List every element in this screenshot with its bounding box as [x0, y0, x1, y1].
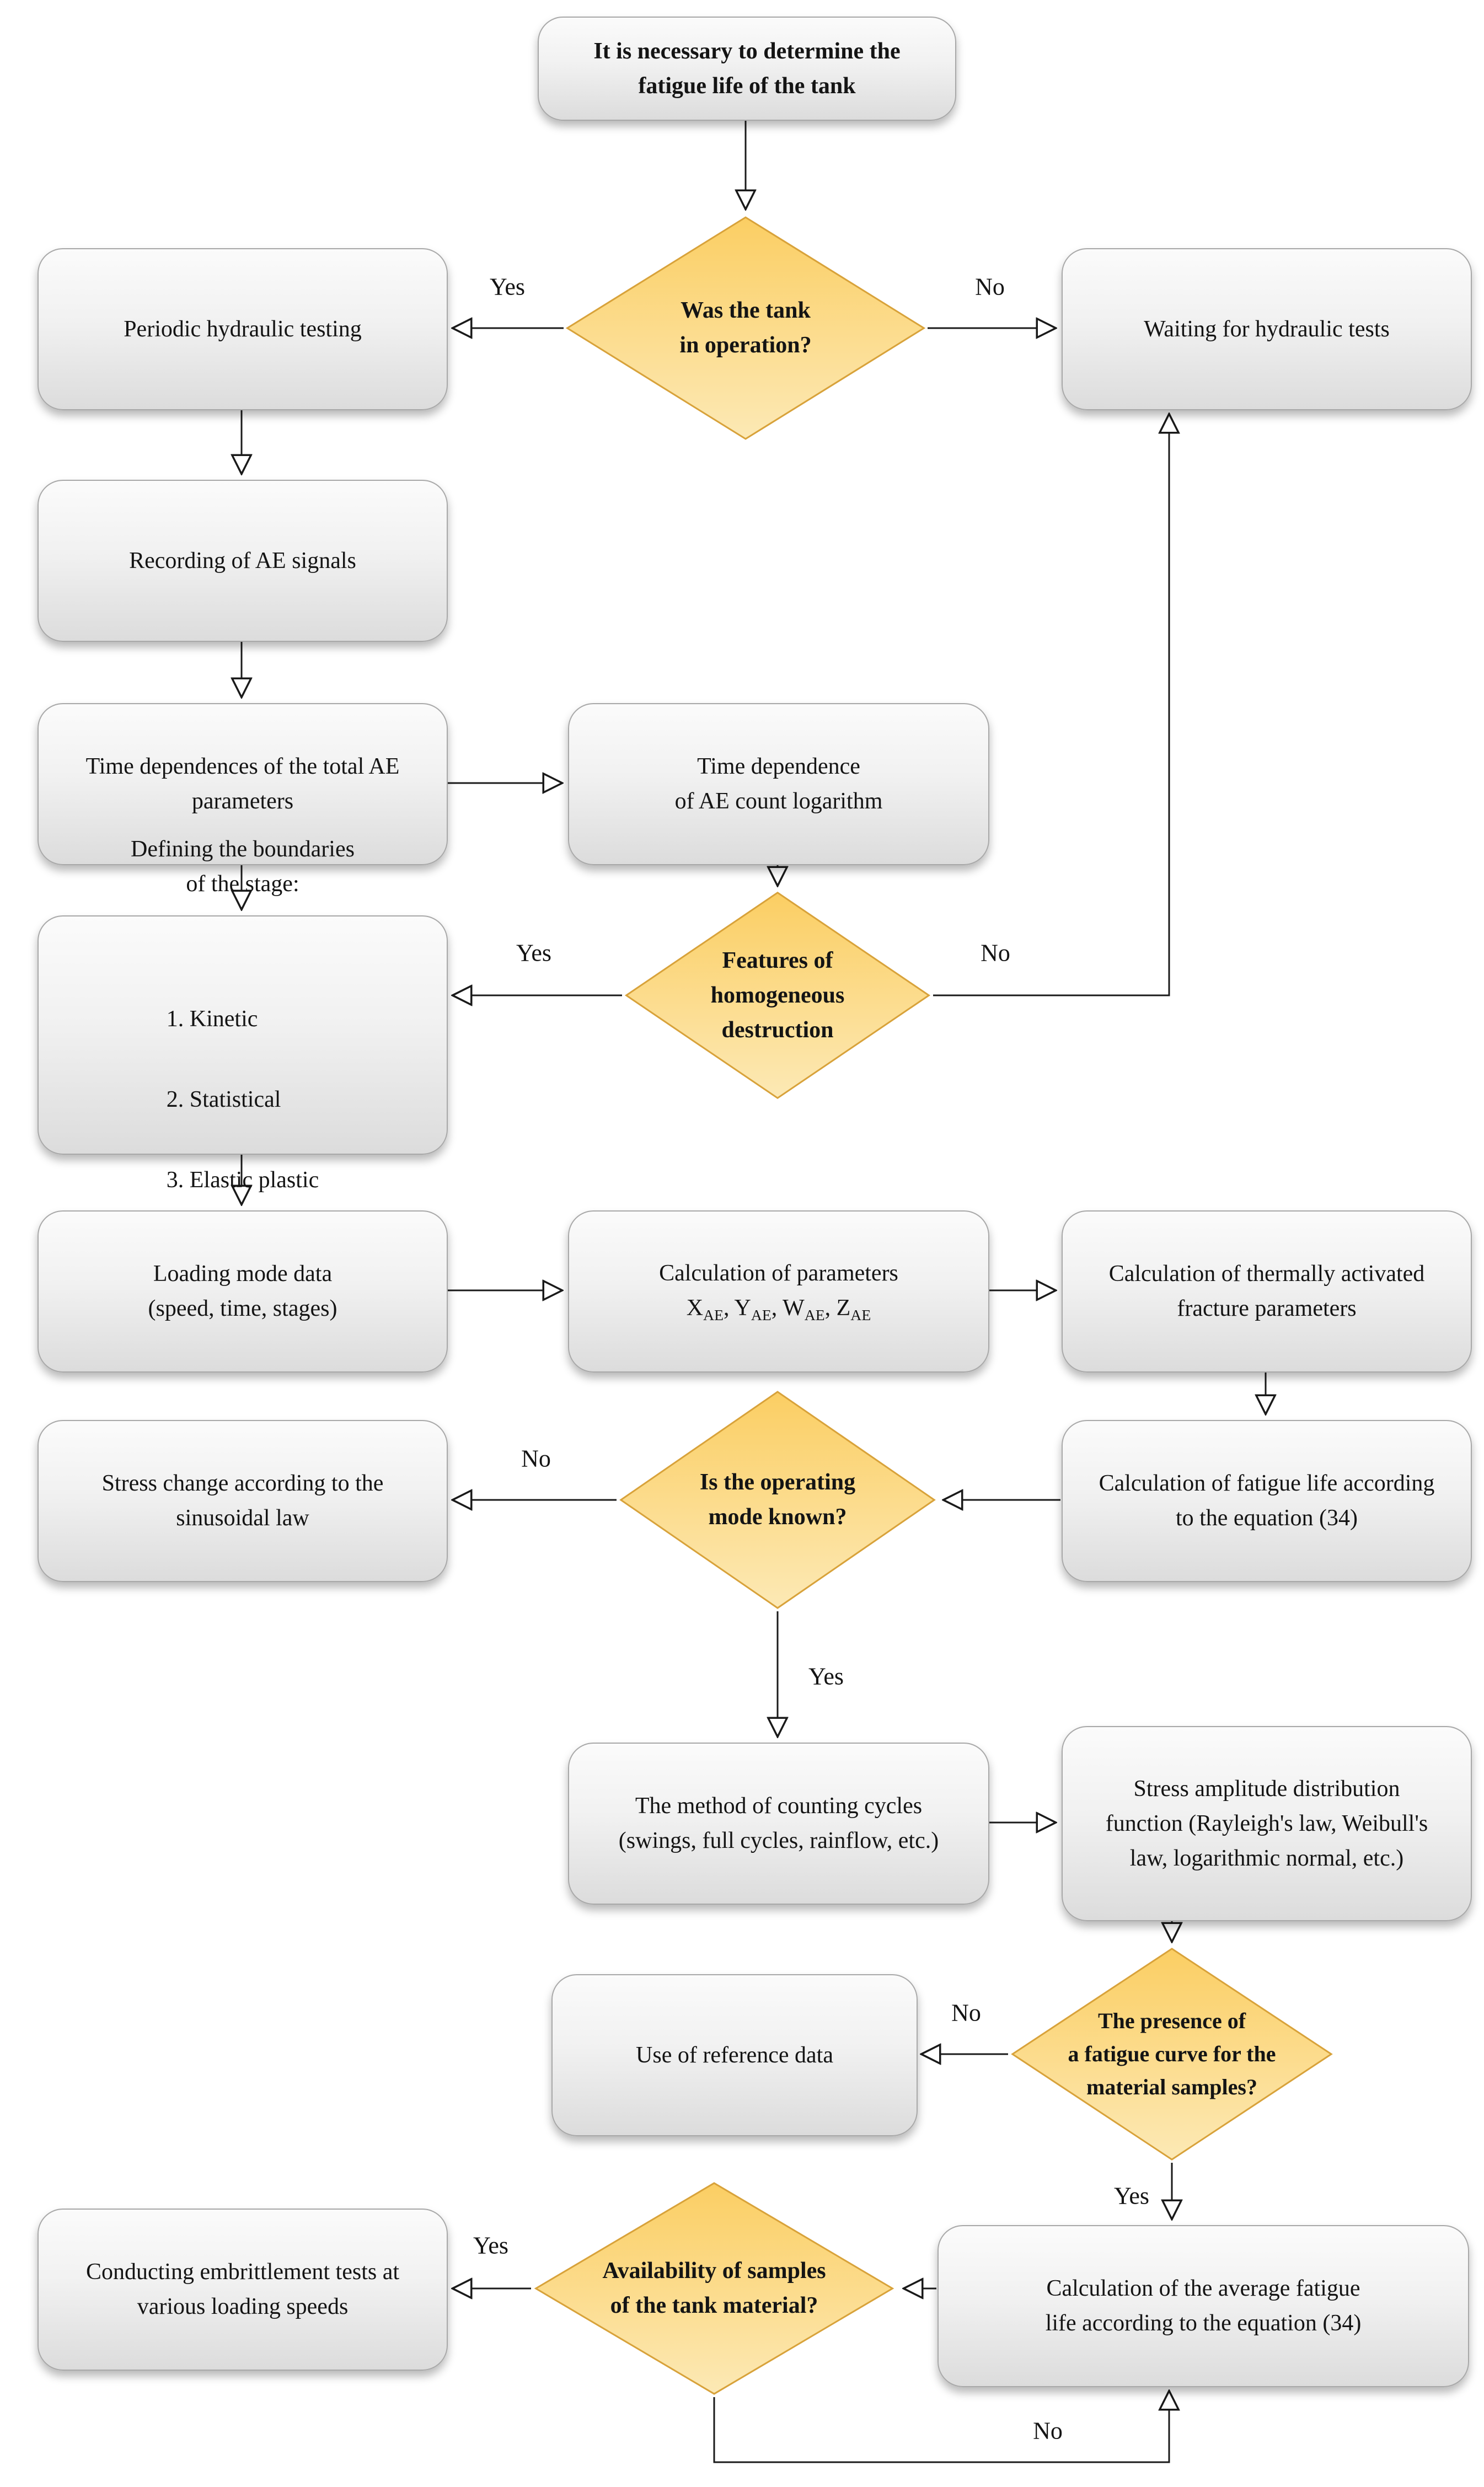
diamond-shape-icon: [564, 215, 928, 441]
process-periodic-hydraulic-testing: Periodic hydraulic testing: [37, 248, 448, 410]
edge-label-yes: Yes: [473, 2232, 509, 2259]
process-conducting-embrittlement-tests: Conducting embrittlement tests at variou…: [37, 2209, 448, 2371]
process-label: Calculation of the average fatigue life …: [1045, 2276, 1362, 2336]
decision-label: Was the tank in operation?: [679, 298, 812, 358]
process-label: Time dependences of the total AE paramet…: [85, 754, 400, 814]
process-waiting-for-hydraulic-tests: Waiting for hydraulic tests: [1062, 248, 1472, 410]
process-calc-average-fatigue-life-eq34: Calculation of the average fatigue life …: [937, 2225, 1469, 2387]
process-label: Waiting for hydraulic tests: [1144, 316, 1390, 342]
edge-label-no: No: [981, 939, 1010, 967]
process-label: Periodic hydraulic testing: [124, 316, 362, 342]
stage-list: 1. Kinetic 2. Statistical 3. Elastic pla…: [167, 962, 319, 1238]
process-time-dependence-ae-count-log: Time dependence of AE count logarithm: [568, 703, 989, 865]
decision-label: The presence of a fatigue curve for the …: [1068, 2008, 1276, 2099]
process-calc-fatigue-life-eq34: Calculation of fatigue life according to…: [1062, 1420, 1472, 1582]
decision-label: Availability of samples of the tank mate…: [602, 2258, 826, 2318]
edge-label-yes: Yes: [808, 1663, 844, 1690]
diamond-shape-icon: [1009, 1947, 1335, 2162]
diamond-shape-icon: [618, 1390, 937, 1610]
edge-d5-no-to-calcavg: [713, 2392, 1169, 2463]
process-label: The method of counting cycles (swings, f…: [618, 1793, 939, 1853]
process-label: Loading mode data (speed, time, stages): [148, 1261, 337, 1321]
decision-label: Is the operating mode known?: [699, 1470, 856, 1530]
ae-parameters: XAE, YAE, WAE, ZAE: [686, 1295, 871, 1324]
process-calc-thermally-activated-fracture: Calculation of thermally activated fract…: [1062, 1210, 1472, 1373]
diamond-shape-icon: [532, 2181, 896, 2396]
process-label: Calculation of fatigue life according to…: [1099, 1471, 1435, 1531]
decision-was-tank-in-operation: Was the tank in operation?: [564, 215, 928, 441]
decision-is-operating-mode-known: Is the operating mode known?: [618, 1390, 937, 1610]
process-stress-change-sinusoidal: Stress change according to the sinusoida…: [37, 1420, 448, 1582]
edge-label-yes: Yes: [489, 273, 526, 301]
process-stress-amplitude-distribution: Stress amplitude distribution function (…: [1062, 1726, 1472, 1921]
process-label: Calculation of thermally activated fract…: [1108, 1261, 1425, 1321]
process-label: Calculation of parameters XAE, YAE, WAE,…: [569, 1221, 988, 1361]
edge-label-yes: Yes: [1113, 2182, 1150, 2210]
edge-label-no: No: [521, 1445, 551, 1472]
process-time-dependences-total-ae: Time dependences of the total AE paramet…: [37, 703, 448, 865]
process-calculation-of-ae-parameters: Calculation of parameters XAE, YAE, WAE,…: [568, 1210, 989, 1373]
process-label: Use of reference data: [636, 2042, 833, 2068]
process-label: Conducting embrittlement tests at variou…: [85, 2259, 400, 2319]
decision-availability-of-samples: Availability of samples of the tank mate…: [532, 2181, 896, 2396]
edge-d2-no-to-waiting: [933, 415, 1169, 996]
stage-item: 2. Statistical: [166, 1087, 281, 1112]
stage-item: 1. Kinetic: [166, 1006, 258, 1032]
edge-label-yes: Yes: [516, 939, 552, 967]
defining-heading: Defining the boundaries of the stage:: [131, 837, 355, 897]
decision-label: Features of homogeneous destruction: [710, 947, 845, 1043]
calc-params-line1: Calculation of parameters: [659, 1261, 898, 1287]
process-method-of-counting-cycles: The method of counting cycles (swings, f…: [568, 1743, 989, 1905]
process-use-of-reference-data: Use of reference data: [551, 1974, 918, 2136]
diamond-shape-icon: [623, 891, 932, 1100]
decision-features-homogeneous-destruction: Features of homogeneous destruction: [623, 891, 932, 1100]
edge-label-no: No: [1033, 2417, 1063, 2445]
process-label: Time dependence of AE count logarithm: [674, 754, 883, 814]
process-label: Stress change according to the sinusoida…: [101, 1471, 384, 1531]
process-defining-stage-boundaries: Defining the boundaries of the stage: 1.…: [37, 837, 448, 1193]
process-start-label: It is necessary to determine the fatigue…: [593, 38, 901, 99]
edge-label-no: No: [951, 1999, 981, 2027]
process-loading-mode-data: Loading mode data (speed, time, stages): [37, 1210, 448, 1373]
process-start: It is necessary to determine the fatigue…: [538, 17, 956, 121]
process-label: Defining the boundaries of the stage: 1.…: [39, 797, 447, 1273]
process-label: Stress amplitude distribution function (…: [1105, 1776, 1428, 1871]
edge-label-no: No: [975, 273, 1005, 301]
stage-item: 3. Elastic plastic: [166, 1167, 319, 1193]
process-recording-ae-signals: Recording of AE signals: [37, 480, 448, 642]
decision-presence-of-fatigue-curve: The presence of a fatigue curve for the …: [1009, 1947, 1335, 2162]
process-label: Recording of AE signals: [129, 548, 356, 573]
